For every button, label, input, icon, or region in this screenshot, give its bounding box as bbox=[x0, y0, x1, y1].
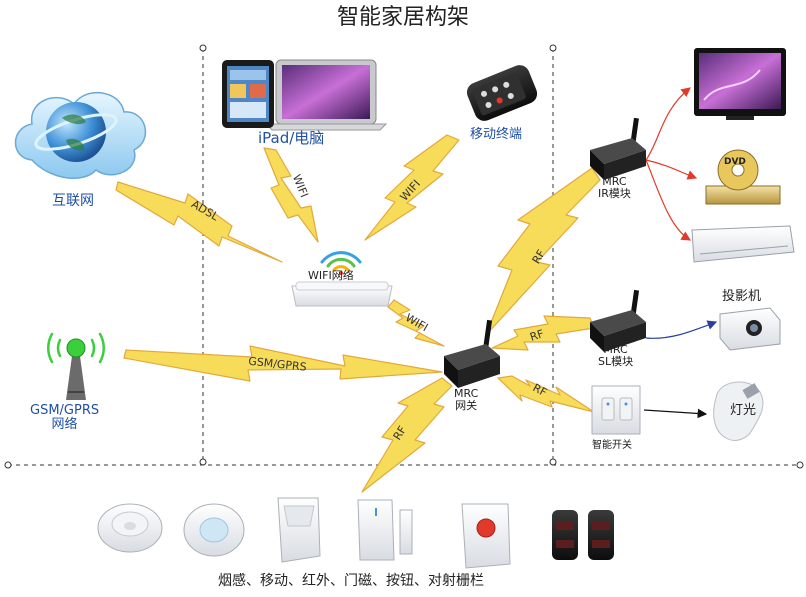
smoke-sensor-icon bbox=[97, 503, 163, 553]
internet-label: 互联网 bbox=[52, 193, 94, 209]
beam-fence-sensor-icon bbox=[552, 510, 614, 560]
mrc-gateway-device-icon bbox=[444, 319, 500, 388]
bolt-wifi-pc bbox=[263, 147, 319, 243]
ipad-pc-label: iPad/电脑 bbox=[258, 129, 325, 147]
motion-sensor-icon bbox=[183, 503, 245, 557]
wifi-signal-icon bbox=[320, 251, 362, 275]
link-label-rf-sensors: RF bbox=[391, 424, 409, 443]
bolt-rf-sl bbox=[491, 315, 595, 351]
mrc-ir-label: MRC IR模块 bbox=[598, 175, 631, 201]
door-magnet-sensor-icon bbox=[357, 499, 413, 561]
light-label: 灯光 bbox=[730, 403, 757, 418]
diagram-title: 智能家居构架 bbox=[336, 5, 469, 30]
divider-endpoints bbox=[4, 44, 804, 469]
smart-switch-label: 智能开关 bbox=[592, 440, 632, 451]
bolt-rf-sensors bbox=[361, 377, 453, 493]
bolt-gsm bbox=[123, 345, 443, 382]
wifi-network-label: WIFI网络 bbox=[308, 269, 354, 282]
link-label-rf-switch: RF bbox=[531, 381, 549, 399]
link-labels: ADSL WIFI WIFI WIFI GSM/GPRS RF RF RF RF bbox=[189, 173, 549, 443]
appliance-arrows bbox=[643, 87, 718, 419]
bolt-rf-ir bbox=[485, 167, 601, 336]
link-bolts bbox=[115, 134, 601, 493]
panic-button-icon bbox=[461, 503, 511, 569]
ipad-laptop-icon bbox=[222, 59, 388, 131]
air-conditioner-icon bbox=[691, 225, 795, 263]
mrc-sl-device-icon bbox=[590, 289, 646, 352]
svg-text:DVD: DVD bbox=[724, 157, 746, 167]
arrow-to-projector bbox=[645, 320, 718, 339]
mrc-sl-label: MRC SL模块 bbox=[598, 343, 634, 369]
bolt-adsl bbox=[115, 181, 283, 263]
gsm-network-label: GSM/GPRS 网络 bbox=[30, 403, 100, 433]
wifi-router-icon bbox=[291, 281, 393, 307]
light-bulb-icon bbox=[713, 381, 764, 441]
arrow-to-dvd bbox=[645, 159, 698, 180]
bolt-wifi-gateway bbox=[387, 299, 445, 347]
mobile-phone-icon bbox=[466, 65, 538, 121]
mrc-ir-device-icon bbox=[590, 117, 646, 180]
arrow-to-light bbox=[643, 408, 708, 419]
mobile-label: 移动终端 bbox=[470, 127, 523, 142]
tv-icon bbox=[694, 48, 786, 120]
arrow-to-ac bbox=[645, 159, 692, 241]
sensors-label: 烟感、移动、红外、门磁、按钮、对射栅栏 bbox=[218, 573, 484, 589]
arrow-to-tv bbox=[645, 87, 691, 161]
link-label-rf-sl: RF bbox=[528, 327, 545, 344]
link-label-gsm: GSM/GPRS bbox=[248, 355, 308, 374]
dvd-player-icon: DVD bbox=[705, 149, 781, 205]
smart-switch-icon bbox=[591, 385, 641, 435]
bolt-wifi-mobile bbox=[364, 134, 460, 241]
projector-icon bbox=[719, 307, 781, 351]
gsm-tower-icon bbox=[47, 332, 105, 400]
projector-label: 投影机 bbox=[722, 289, 762, 304]
link-label-rf-ir: RF bbox=[530, 247, 548, 266]
infrared-sensor-icon bbox=[277, 497, 321, 563]
cloud-globe-icon bbox=[14, 91, 147, 179]
mrc-gateway-label: MRC 网关 bbox=[454, 387, 479, 413]
bolt-rf-switch bbox=[497, 375, 595, 413]
